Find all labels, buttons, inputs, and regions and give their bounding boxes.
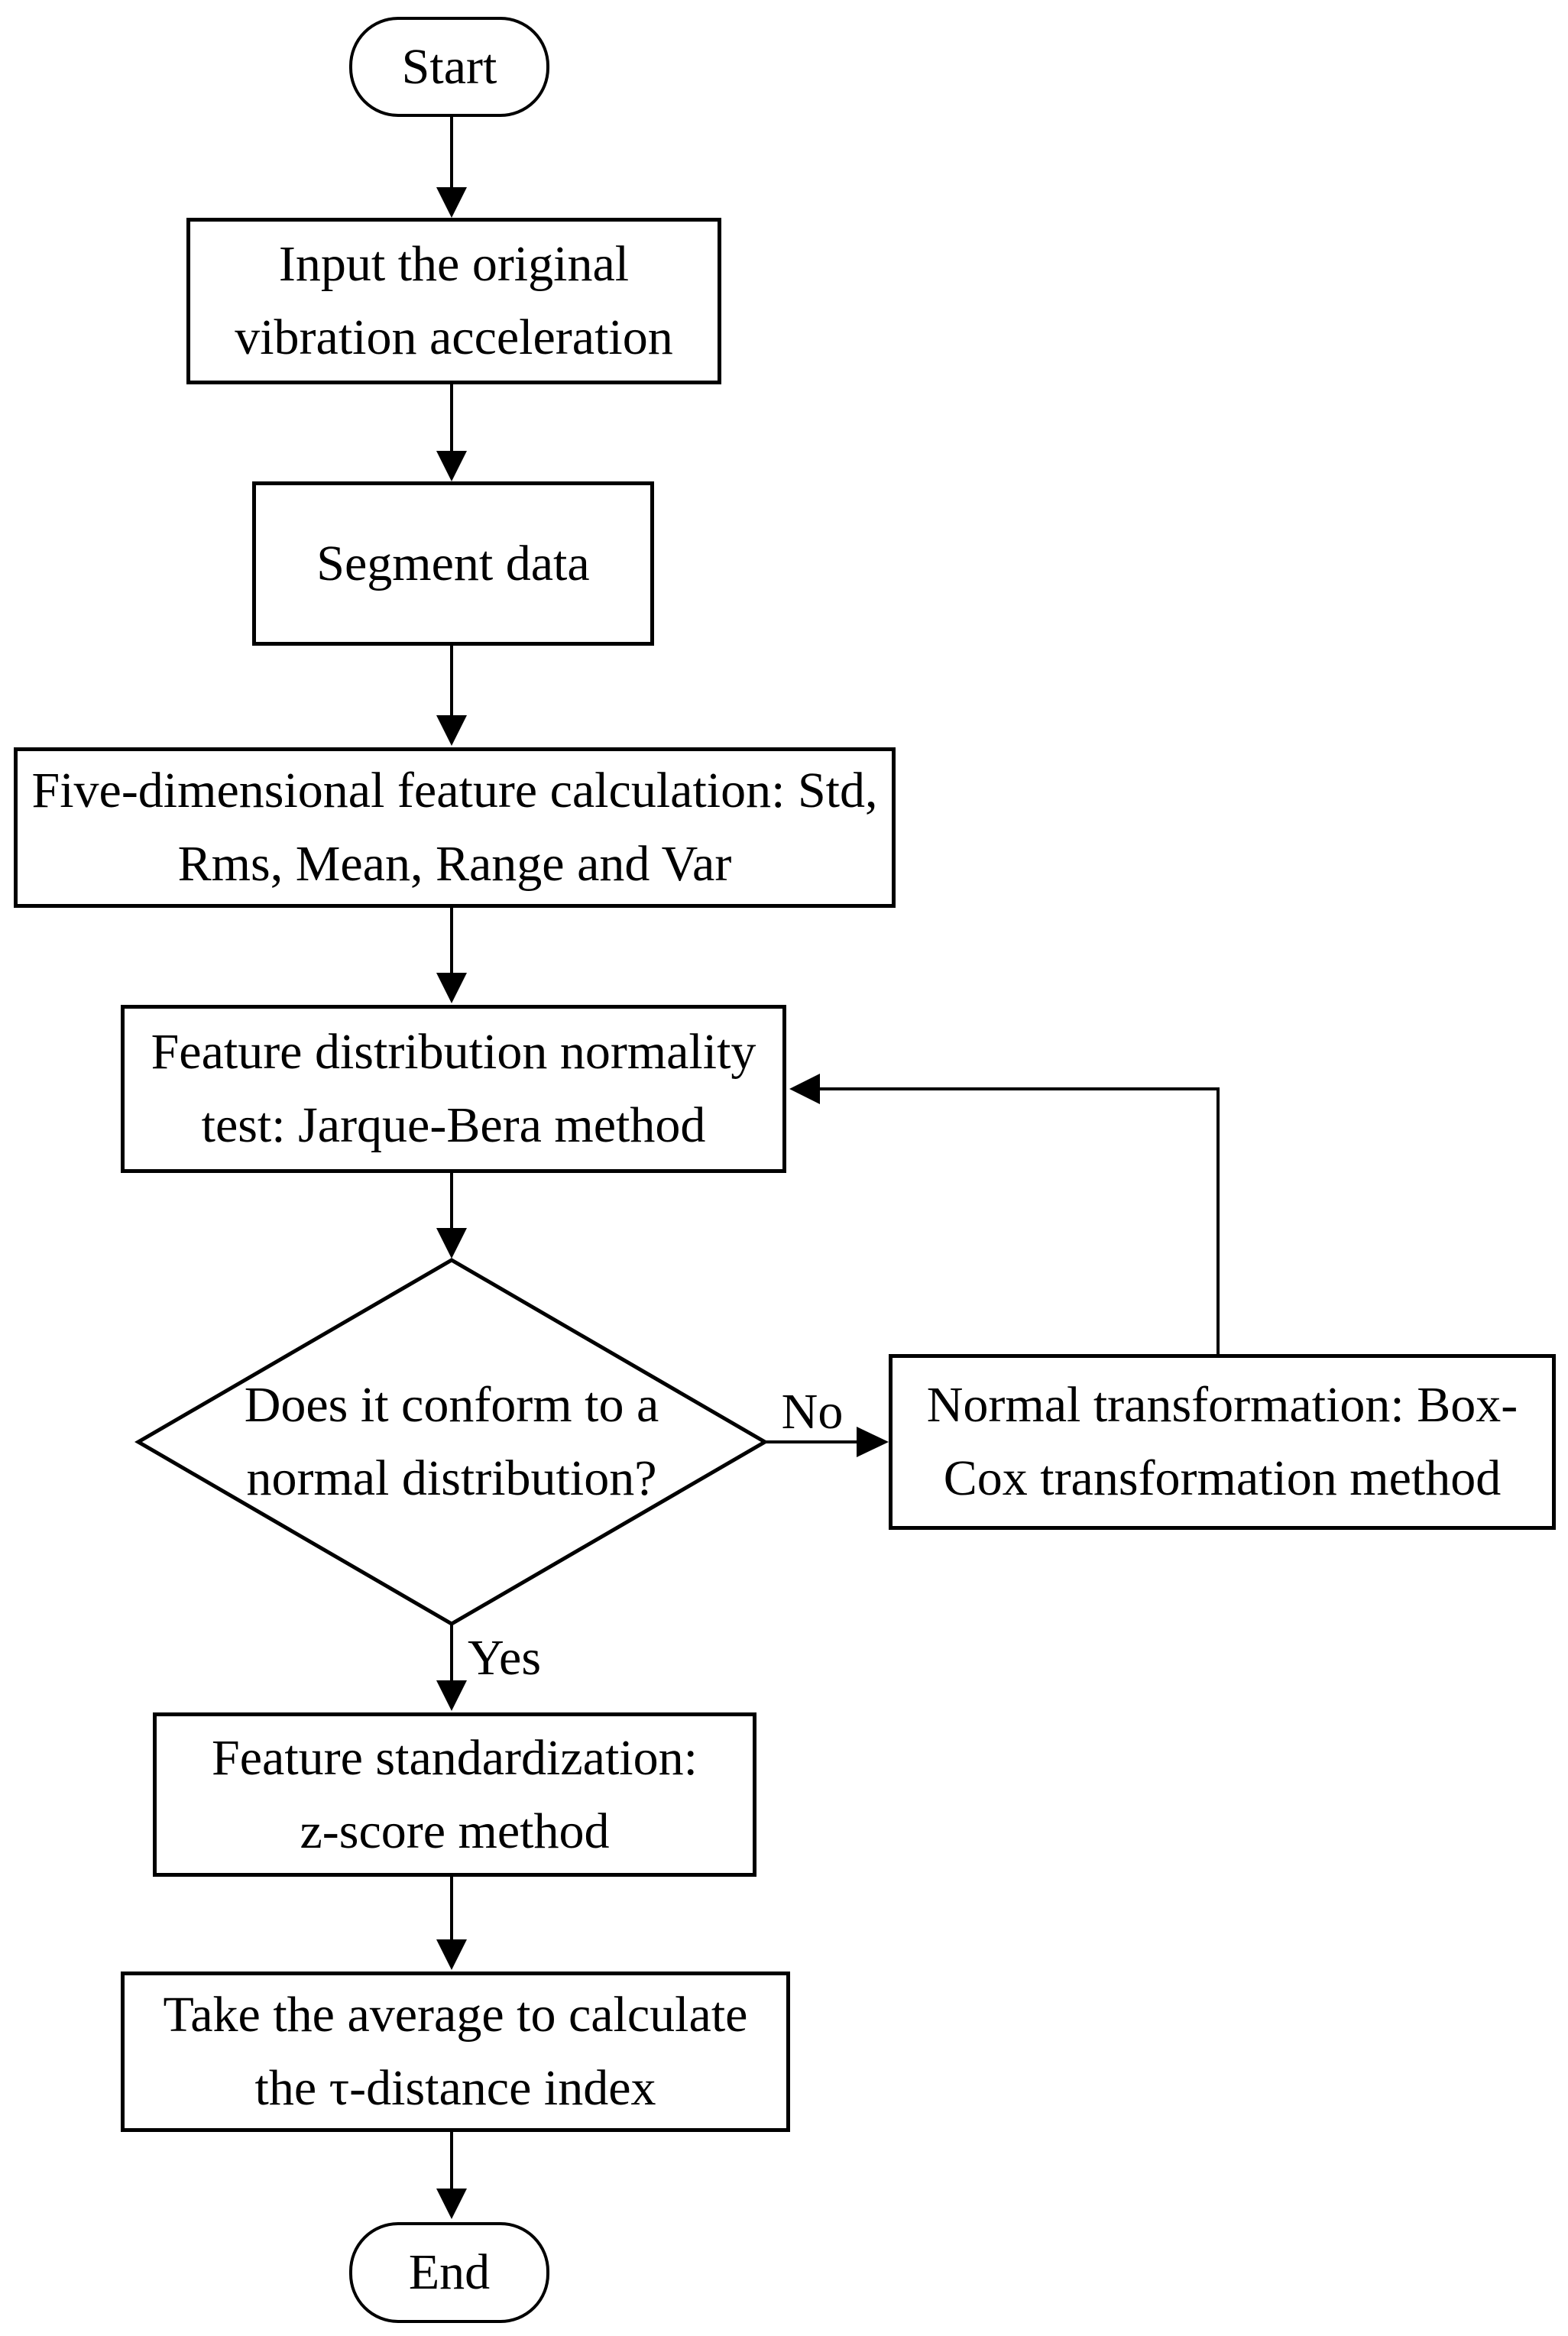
terminator-start: Start bbox=[349, 17, 549, 117]
edge-input-to-segment bbox=[436, 384, 467, 481]
process-standardization-label: Feature standardization: z-score method bbox=[212, 1729, 698, 1859]
process-box-cox-label: Normal transformation: Box- Cox transfor… bbox=[926, 1377, 1518, 1506]
edge-decision-no bbox=[765, 1427, 889, 1457]
process-input-data: Input the original vibration acceleratio… bbox=[186, 218, 721, 384]
edge-segment-to-features bbox=[436, 646, 467, 746]
process-feature-calculation: Five-dimensional feature calculation: St… bbox=[14, 747, 896, 908]
process-normality-test-label: Feature distribution normality test: Jar… bbox=[151, 1024, 756, 1153]
edge-features-to-normality bbox=[436, 908, 467, 1003]
decision-normal-distribution-label: Does it conform to a normal distribution… bbox=[244, 1377, 659, 1506]
process-box-cox: Normal transformation: Box- Cox transfor… bbox=[889, 1354, 1556, 1530]
process-tau-distance: Take the average to calculate the τ-dist… bbox=[121, 1972, 790, 2132]
process-segment-data-label: Segment data bbox=[316, 535, 590, 591]
edge-normality-to-decision bbox=[436, 1173, 467, 1259]
terminator-end: End bbox=[349, 2222, 549, 2323]
edge-average-to-end bbox=[436, 2132, 467, 2219]
terminator-start-label: Start bbox=[401, 38, 497, 95]
process-tau-distance-label: Take the average to calculate the τ-dist… bbox=[163, 1987, 748, 2116]
edge-label-no: No bbox=[781, 1384, 844, 1440]
decision-normal-distribution: Does it conform to a normal distribution… bbox=[184, 1350, 719, 1534]
edge-start-to-input bbox=[436, 115, 467, 218]
edge-label-yes: Yes bbox=[468, 1630, 542, 1686]
edge-decision-yes bbox=[436, 1624, 467, 1711]
process-segment-data: Segment data bbox=[252, 481, 654, 646]
process-feature-calculation-label: Five-dimensional feature calculation: St… bbox=[31, 763, 878, 892]
edge-standardization-to-average bbox=[436, 1877, 467, 1970]
edge-boxcox-loop-to-normality bbox=[789, 1074, 1220, 1359]
terminator-end-label: End bbox=[408, 2244, 491, 2301]
process-normality-test: Feature distribution normality test: Jar… bbox=[121, 1005, 786, 1173]
process-input-data-label: Input the original vibration acceleratio… bbox=[235, 236, 673, 365]
process-standardization: Feature standardization: z-score method bbox=[153, 1712, 756, 1877]
